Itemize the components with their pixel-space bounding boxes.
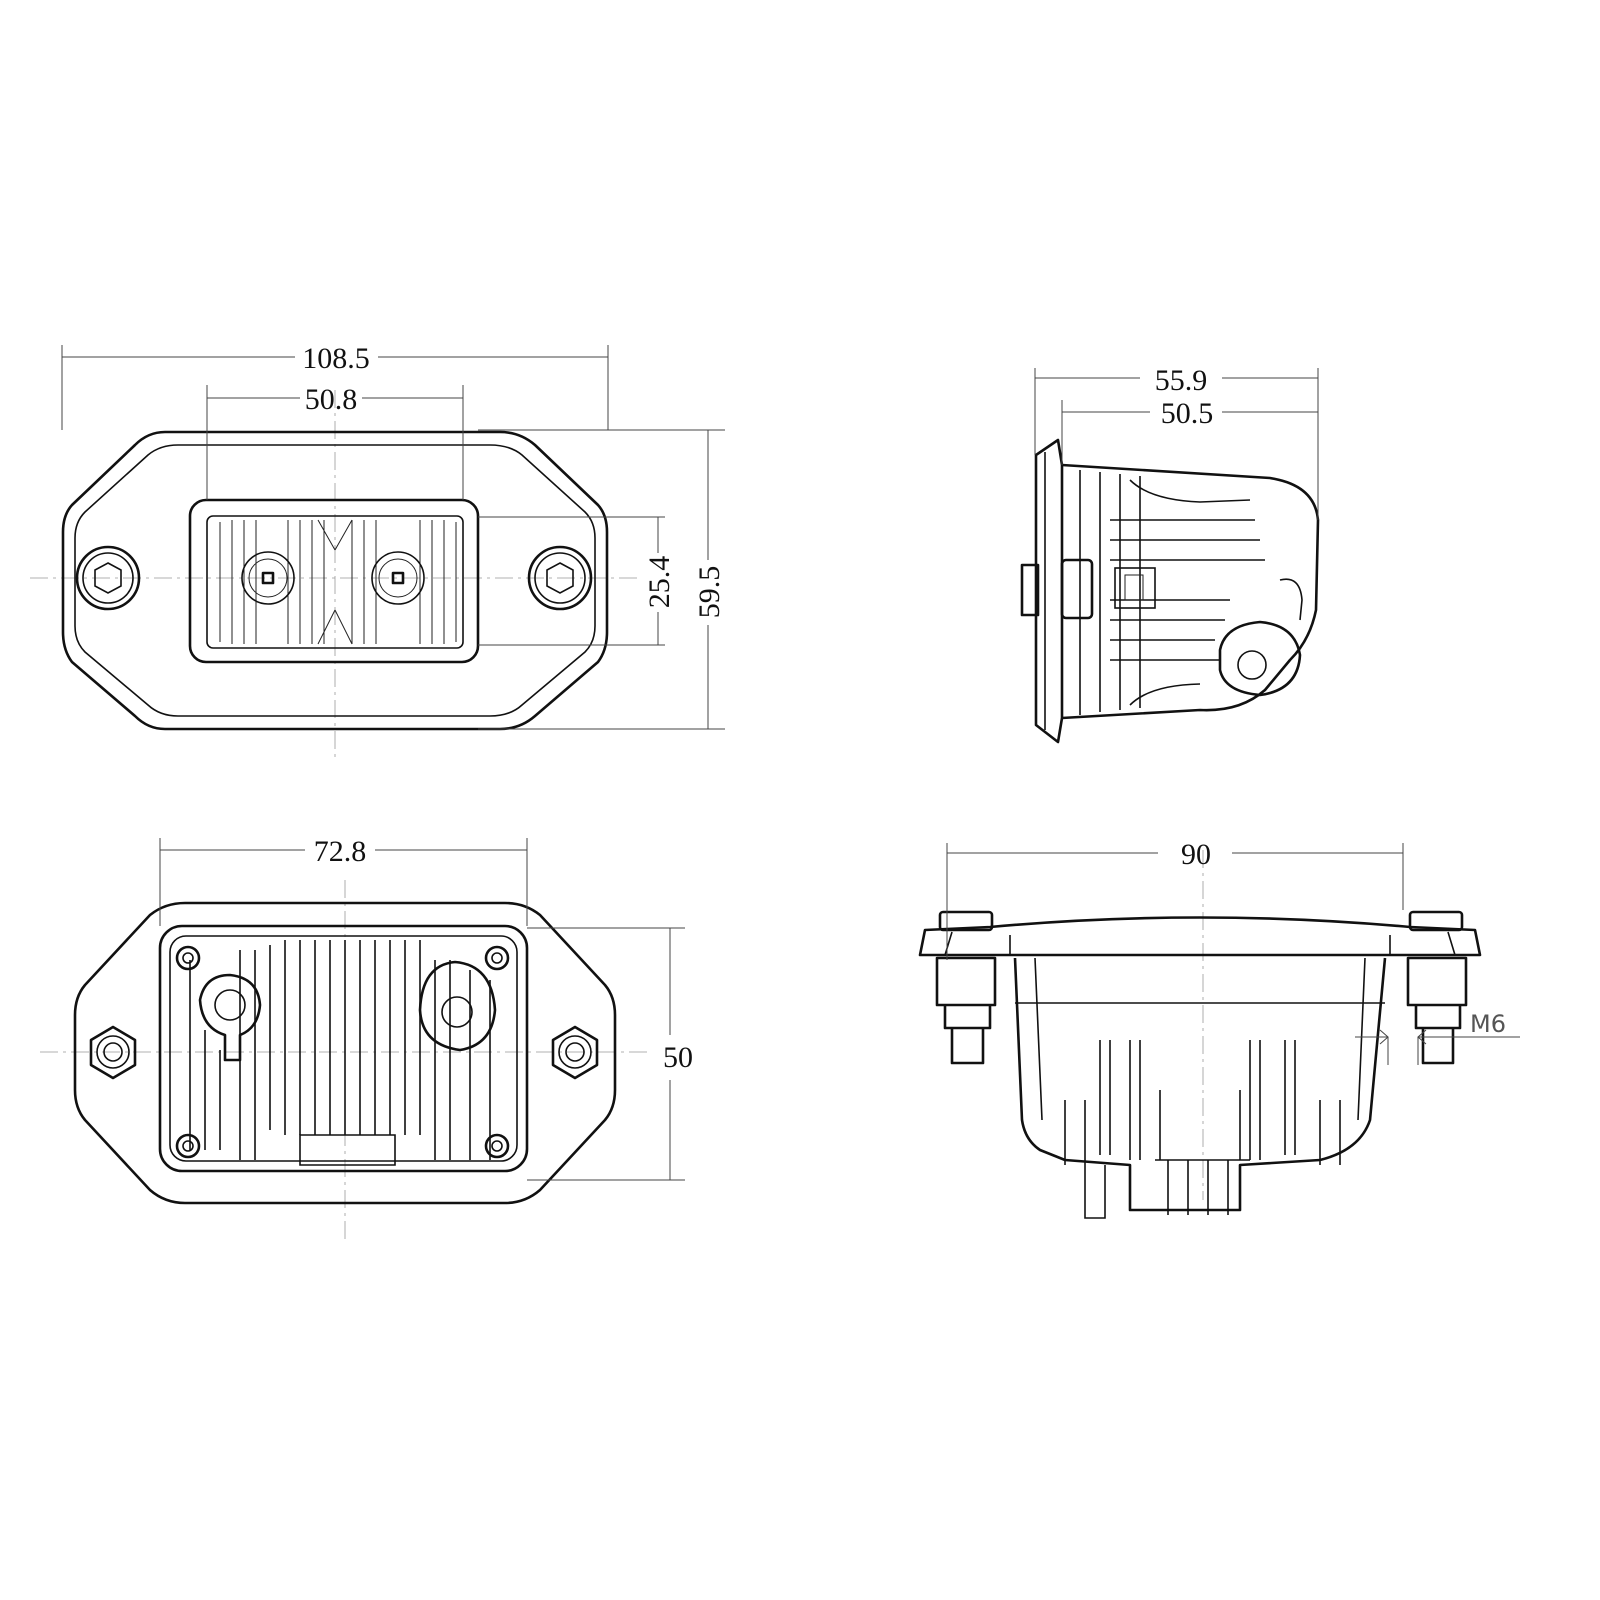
hex-bolt-right-icon bbox=[527, 545, 593, 611]
rear-view: 72.8 50 bbox=[40, 835, 693, 1240]
front-view: 108.5 50.8 25.4 59.5 bbox=[30, 342, 726, 760]
dim-overall-height: 59.5 bbox=[693, 566, 726, 619]
led-right bbox=[371, 551, 425, 605]
hex-nut-right-icon bbox=[551, 1025, 599, 1080]
top-view: 90 M6 bbox=[918, 838, 1520, 1219]
side-view: 55.9 50.5 bbox=[1020, 364, 1320, 744]
dim-lens-height: 25.4 bbox=[643, 556, 676, 609]
dim-housing-width: 72.8 bbox=[314, 835, 367, 868]
top-fins bbox=[1064, 1040, 1341, 1219]
corner-screws bbox=[175, 945, 510, 1159]
dim-overall-width: 108.5 bbox=[302, 342, 370, 375]
hex-nut-left-icon bbox=[89, 1025, 137, 1080]
dim-housing-height: 50 bbox=[663, 1041, 693, 1074]
dim-overall-depth: 55.9 bbox=[1155, 364, 1208, 397]
side-fins bbox=[1110, 479, 1265, 706]
dim-lens-width: 50.8 bbox=[305, 383, 358, 416]
rear-fins bbox=[189, 940, 491, 1166]
lens-ribs bbox=[219, 519, 457, 645]
hex-bolt-left-icon bbox=[75, 545, 141, 611]
dim-body-depth: 50.5 bbox=[1161, 397, 1214, 430]
dim-bolt-spacing: 90 bbox=[1181, 838, 1211, 871]
led-left bbox=[241, 551, 295, 605]
dim-thread: M6 bbox=[1470, 1010, 1506, 1038]
